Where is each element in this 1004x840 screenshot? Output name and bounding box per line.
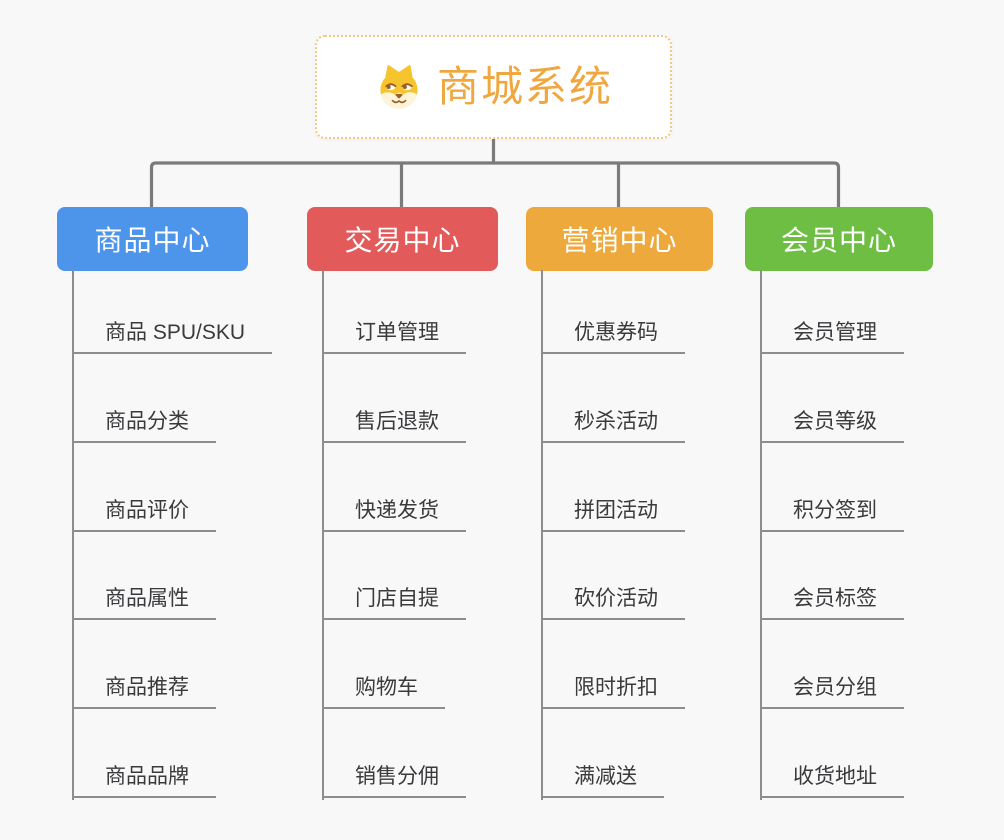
branch-node-product-center[interactable]: 商品中心: [57, 207, 248, 271]
shiba-dog-icon: [380, 65, 418, 109]
leaf-node[interactable]: 会员标签: [760, 584, 904, 620]
leaf-node[interactable]: 商品分类: [72, 407, 216, 443]
leaf-node[interactable]: 快递发货: [322, 496, 466, 532]
leaf-node[interactable]: 销售分佣: [322, 762, 466, 798]
branch-spine-trade-center: [322, 270, 324, 800]
leaf-node[interactable]: 会员分组: [760, 673, 904, 709]
leaf-node[interactable]: 限时折扣: [541, 673, 685, 709]
branch-spine-product-center: [72, 270, 74, 800]
leaf-node[interactable]: 砍价活动: [541, 584, 685, 620]
root-title: 商城系统: [436, 63, 613, 110]
leaf-node[interactable]: 商品品牌: [72, 762, 216, 798]
branch-label: 会员中心: [780, 225, 897, 256]
branch-spine-marketing-center: [541, 270, 543, 800]
branch-node-member-center[interactable]: 会员中心: [745, 207, 933, 271]
leaf-node[interactable]: 积分签到: [760, 496, 904, 532]
leaf-node[interactable]: 购物车: [322, 673, 445, 709]
leaf-node[interactable]: 门店自提: [322, 584, 466, 620]
leaf-node[interactable]: 订单管理: [322, 318, 466, 354]
branch-node-marketing-center[interactable]: 营销中心: [526, 207, 713, 271]
leaf-node[interactable]: 收货地址: [760, 762, 904, 798]
branch-label: 交易中心: [344, 225, 461, 256]
leaf-node[interactable]: 秒杀活动: [541, 407, 685, 443]
root-node[interactable]: 商城系统: [315, 35, 672, 139]
leaf-node[interactable]: 售后退款: [322, 407, 466, 443]
branch-spine-member-center: [760, 270, 762, 800]
leaf-node[interactable]: 商品推荐: [72, 673, 216, 709]
leaf-node[interactable]: 拼团活动: [541, 496, 685, 532]
branch-label: 商品中心: [94, 225, 211, 256]
leaf-node[interactable]: 商品属性: [72, 584, 216, 620]
branch-node-trade-center[interactable]: 交易中心: [307, 207, 498, 271]
leaf-node[interactable]: 会员等级: [760, 407, 904, 443]
leaf-node[interactable]: 会员管理: [760, 318, 904, 354]
leaf-node[interactable]: 商品 SPU/SKU: [72, 318, 273, 354]
branch-label: 营销中心: [561, 225, 678, 256]
leaf-node[interactable]: 商品评价: [72, 496, 216, 532]
leaf-node[interactable]: 优惠券码: [541, 318, 685, 354]
leaf-node[interactable]: 满减送: [541, 762, 664, 798]
